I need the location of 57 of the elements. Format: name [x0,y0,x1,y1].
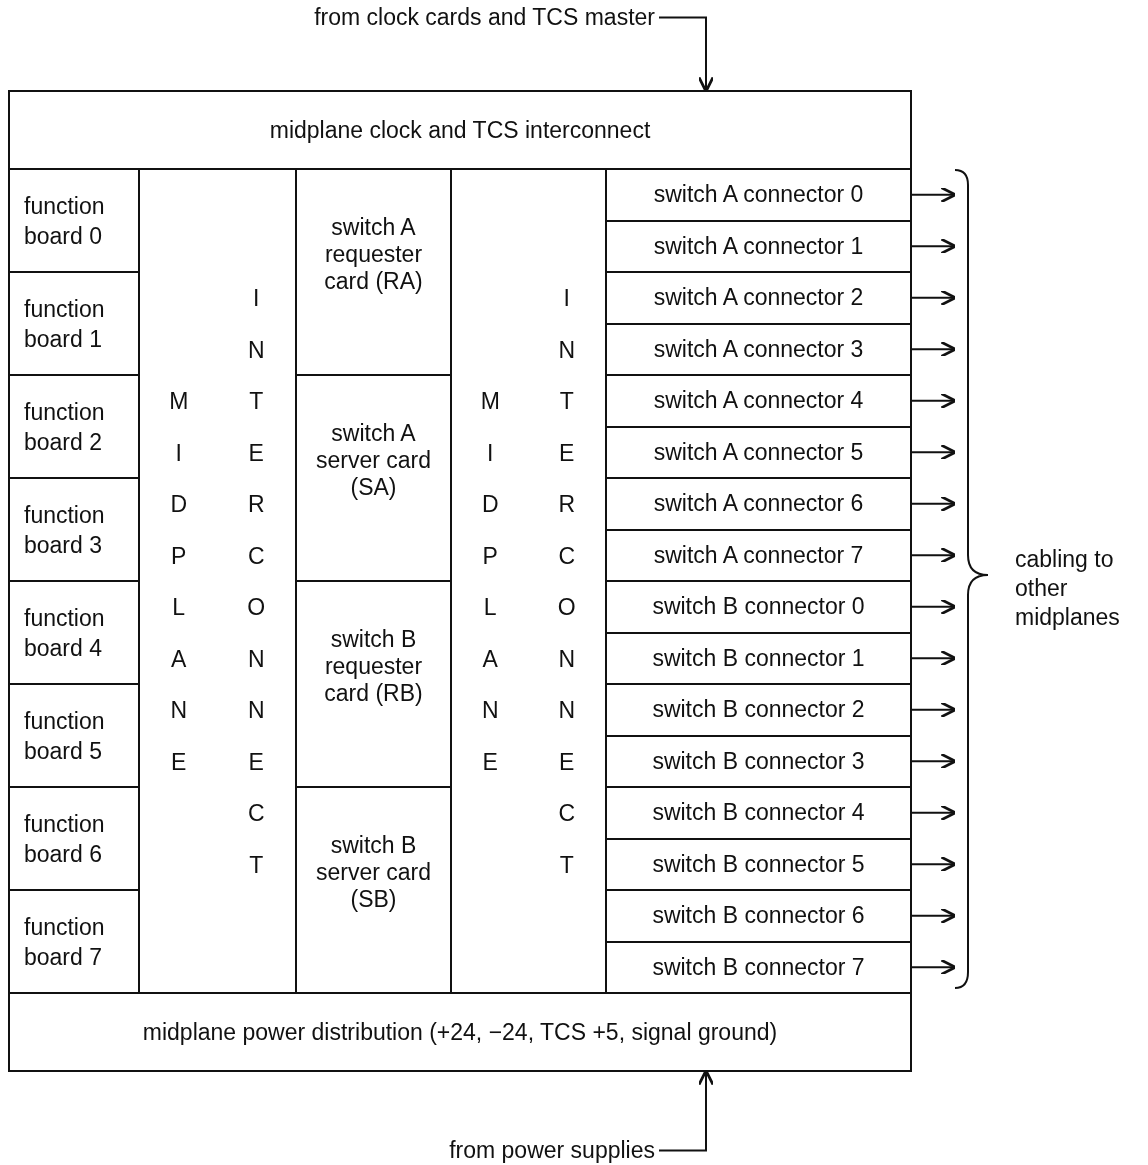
box-label: switch A connector 1 [653,232,864,260]
interconnect-band [8,90,912,170]
box-label: switch A connector 2 [653,284,864,312]
box-label: switch B requester card (RB) [323,626,424,707]
arrow [911,958,957,976]
box-label: switch A connector 7 [653,541,864,569]
arrow [658,16,715,93]
box-label: switch A server card (SA) [314,420,432,501]
arrow [911,289,957,307]
cabling-note: cabling to other midplanes [1015,545,1121,632]
box-label: switch B connector 0 [652,593,865,621]
source-label: from clock cards and TCS master [314,4,655,31]
arrow [911,855,957,873]
arrow [911,237,957,255]
box-label: switch A connector 4 [653,387,864,415]
box-label: function board 4 [24,603,106,663]
arrow [911,907,957,925]
box-label: switch B connector 1 [652,644,865,672]
arrow [911,495,957,513]
box-label: switch B connector 2 [652,696,865,724]
box-label: switch A requester card (RA) [323,214,424,295]
arrow [911,186,957,204]
box-label: switch B connector 7 [652,953,865,981]
vertical-label: INTERCONNECT [246,284,267,880]
box-label: switch A connector 6 [653,490,864,518]
vertical-label: INTERCONNECT [556,284,577,880]
source-label: from power supplies [449,1137,655,1164]
box-label: function board 2 [24,397,106,457]
arrow [911,804,957,822]
arrow [911,443,957,461]
arrow [911,752,957,770]
arrow [911,598,957,616]
vertical-label: MIDPLANE [168,387,190,777]
box-label: function board 1 [24,294,106,354]
box-label: function board 6 [24,809,106,869]
power-distribution-band [8,992,912,1072]
box-label: switch B connector 3 [652,747,865,775]
box-label: switch B connector 5 [652,850,865,878]
box-label: switch B server card (SB) [314,832,432,913]
arrow [911,546,957,564]
arrow [911,392,957,410]
arrow [911,340,957,358]
box-label: switch B connector 6 [652,902,865,930]
box-label: midplane clock and TCS interconnect [269,116,651,144]
box-label: function board 3 [24,500,106,560]
box-label: midplane power distribution (+24, −24, TCS +5, signal ground) [142,1018,778,1046]
box-label: switch A connector 3 [653,335,864,363]
box-label: switch A connector 5 [653,438,864,466]
box-label: switch B connector 4 [652,799,865,827]
arrow [911,649,957,667]
arrow [911,701,957,719]
box-label: function board 7 [24,912,106,972]
bracket [954,169,989,989]
vertical-label: MIDPLANE [479,387,501,777]
box-label: switch A connector 0 [653,181,864,209]
box-label: function board 5 [24,706,106,766]
box-label: function board 0 [24,191,106,251]
